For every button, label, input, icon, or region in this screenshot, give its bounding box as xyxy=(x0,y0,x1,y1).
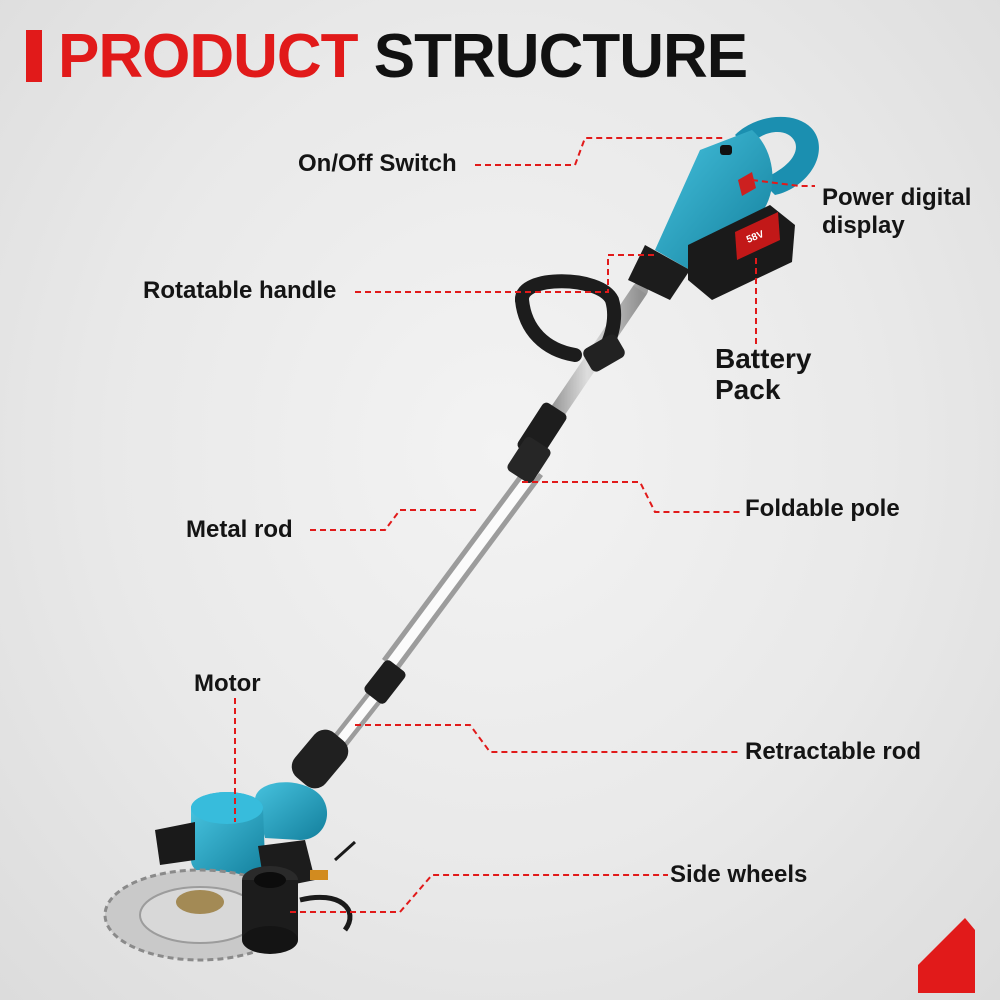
label-rotatable-handle: Rotatable handle xyxy=(143,277,337,304)
page-title: PRODUCT STRUCTURE xyxy=(58,22,748,92)
lower-grip xyxy=(291,729,349,789)
callout-retractable-rod xyxy=(355,724,740,753)
title-main-word: STRUCTURE xyxy=(373,22,748,91)
callout-rotatable-handle xyxy=(355,254,655,293)
label-side-wheels: Side wheels xyxy=(670,861,808,888)
label-metal-rod: Metal rod xyxy=(186,516,293,543)
callout-metal-rod xyxy=(310,509,480,531)
label-battery-pack: Battery Pack xyxy=(715,343,812,405)
callout-side-wheels xyxy=(290,874,668,913)
corner-decoration xyxy=(918,918,975,993)
label-on-off-switch: On/Off Switch xyxy=(298,150,457,177)
callout-foldable-pole xyxy=(522,481,742,513)
callout-lines xyxy=(234,137,815,913)
rotatable-handle-icon xyxy=(515,274,625,372)
pole-joint-upper xyxy=(507,402,567,484)
pole-joint-lower xyxy=(364,660,406,704)
title-accent-word: PRODUCT xyxy=(58,22,359,91)
power-display-icon xyxy=(738,172,756,196)
on-off-switch-icon xyxy=(720,145,732,155)
side-wheel-icon xyxy=(242,866,328,954)
label-retractable-rod: Retractable rod xyxy=(745,738,922,765)
label-foldable-pole: Foldable pole xyxy=(745,495,900,522)
main-handle-body xyxy=(628,116,819,300)
callout-on-off-switch xyxy=(475,137,725,166)
battery-pack-icon: 58V xyxy=(688,205,795,300)
label-motor: Motor xyxy=(194,670,261,697)
title-accent-bar xyxy=(26,30,42,82)
label-power-digital-display: Power digital display xyxy=(822,184,972,239)
motor-housing-icon xyxy=(155,782,328,890)
